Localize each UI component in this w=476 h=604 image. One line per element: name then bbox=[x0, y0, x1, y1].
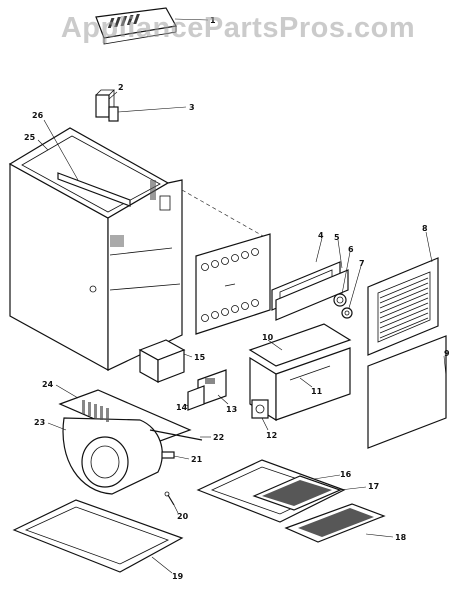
label-part-12: 12 bbox=[266, 431, 277, 440]
part-26-rail bbox=[43, 119, 131, 207]
label-part-4: 4 bbox=[318, 231, 324, 240]
label-part-18: 18 bbox=[395, 533, 407, 542]
label-part-5: 5 bbox=[334, 233, 340, 242]
label-part-26: 26 bbox=[32, 111, 44, 120]
label-part-9: 9 bbox=[444, 349, 450, 358]
part-14-bracket-plate bbox=[183, 385, 205, 411]
label-part-6: 6 bbox=[348, 245, 354, 254]
part-9-lower-door bbox=[367, 335, 447, 449]
label-part-25: 25 bbox=[24, 133, 36, 142]
part-6-ring bbox=[333, 251, 351, 307]
part-19-base-pan bbox=[12, 499, 184, 574]
access-panel bbox=[195, 233, 271, 335]
part-12-transformer bbox=[251, 399, 269, 431]
label-part-2: 2 bbox=[118, 83, 124, 92]
part-labels: 1 2 3 4 5 6 7 8 9 10 11 12 13 14 15 16 1… bbox=[24, 16, 450, 581]
part-10-box-lid bbox=[248, 323, 352, 367]
part-8-louvered-door bbox=[367, 231, 439, 356]
label-part-21: 21 bbox=[191, 455, 203, 464]
label-part-1: 1 bbox=[210, 16, 216, 25]
label-part-11: 11 bbox=[311, 387, 323, 396]
label-part-15: 15 bbox=[194, 353, 206, 362]
label-part-22: 22 bbox=[213, 433, 224, 442]
part-25-cabinet bbox=[8, 127, 271, 372]
part-15-junction-box bbox=[138, 339, 193, 384]
part-5-gasket bbox=[275, 239, 349, 321]
part-3-clip bbox=[108, 106, 187, 122]
label-part-17: 17 bbox=[368, 482, 379, 491]
part-23-blower-housing bbox=[47, 400, 163, 495]
part-7-grommet bbox=[341, 265, 362, 319]
label-part-10: 10 bbox=[262, 333, 274, 342]
label-part-14: 14 bbox=[176, 403, 188, 412]
label-part-24: 24 bbox=[42, 380, 54, 389]
part-22-blower-rail bbox=[149, 429, 211, 441]
label-part-3: 3 bbox=[189, 103, 195, 112]
part-17-filter bbox=[252, 475, 367, 511]
part-21-mounting-clip bbox=[161, 451, 190, 460]
label-part-16: 16 bbox=[340, 470, 352, 479]
part-1-top-cover bbox=[95, 7, 209, 45]
part-2-bracket bbox=[95, 89, 118, 118]
label-part-20: 20 bbox=[177, 512, 189, 521]
label-part-13: 13 bbox=[226, 405, 237, 414]
label-part-23: 23 bbox=[34, 418, 45, 427]
label-part-8: 8 bbox=[422, 224, 428, 233]
part-18-filter-pad bbox=[284, 503, 394, 543]
part-20-screw bbox=[164, 491, 179, 514]
label-part-19: 19 bbox=[172, 572, 184, 581]
label-part-7: 7 bbox=[359, 259, 365, 268]
